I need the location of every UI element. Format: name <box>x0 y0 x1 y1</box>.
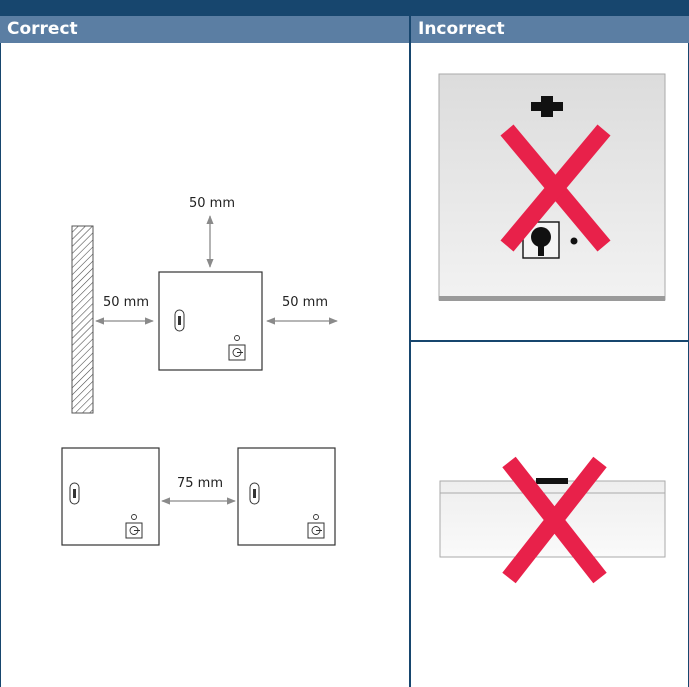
row-divider <box>411 340 689 342</box>
unit-front-view <box>158 271 263 371</box>
wall-hatch <box>71 225 94 414</box>
between-units-label: 75 mm <box>177 476 223 491</box>
column-divider <box>409 16 411 687</box>
title-strip <box>0 0 689 16</box>
left-clearance-label: 50 mm <box>103 295 149 310</box>
incorrect-cross-icon <box>500 124 611 252</box>
right-clearance-label: 50 mm <box>282 295 328 310</box>
unit-right <box>237 447 336 546</box>
indicator-lamp-icon <box>234 335 240 341</box>
incorrect-cross-icon-2 <box>502 456 607 584</box>
incorrect-header: Incorrect <box>411 16 689 43</box>
top-clearance-label: 50 mm <box>189 196 235 211</box>
correct-header: Correct <box>0 16 409 43</box>
unit-left <box>61 447 160 546</box>
